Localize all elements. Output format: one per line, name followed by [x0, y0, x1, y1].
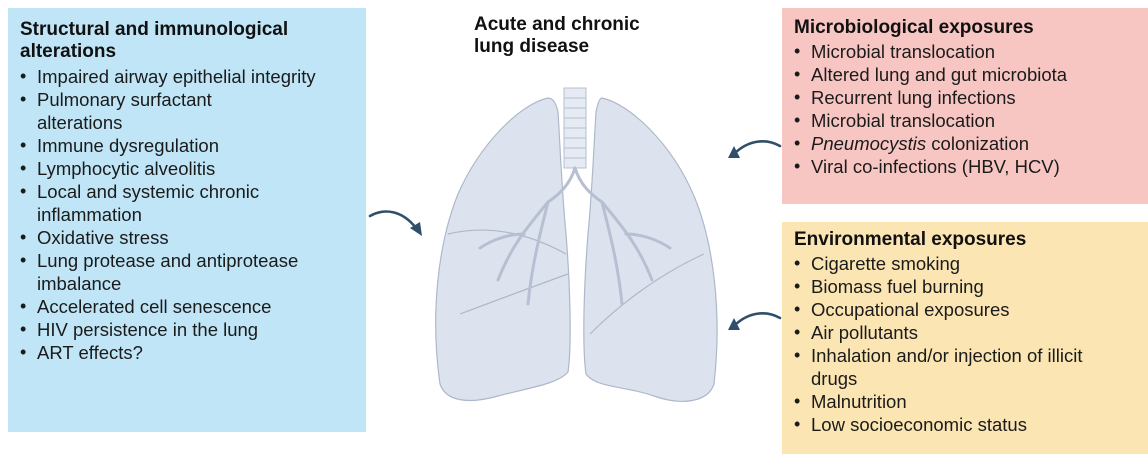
title-line-1: Structural and immunological: [20, 19, 288, 40]
structural-immunological-panel: Structural and immunological alterations…: [8, 8, 366, 432]
list-item: Recurrent lung infections: [794, 86, 1136, 109]
list-item: Immune dysregulation: [20, 134, 354, 157]
pneumocystis-italic: Pneumocystis: [811, 133, 926, 154]
curved-arrow-left-icon: [724, 306, 784, 340]
list-item: Pulmonary surfactant alterations: [20, 88, 277, 134]
curved-arrow-right-icon: [366, 206, 426, 240]
panel-title: Microbiological exposures: [794, 17, 1136, 39]
list-item: Low socioeconomic status: [794, 413, 1136, 436]
left-lung: [584, 98, 717, 401]
panel-title: Environmental exposures: [794, 229, 1136, 251]
environmental-list: Cigarette smoking Biomass fuel burning O…: [794, 252, 1136, 436]
colonization-text: colonization: [926, 133, 1029, 154]
title-line-2: lung disease: [474, 36, 589, 57]
list-item: Cigarette smoking: [794, 252, 1136, 275]
list-item: Accelerated cell senescence: [20, 295, 354, 318]
alterations-list: Impaired airway epithelial integrity Pul…: [20, 65, 354, 364]
list-item: Air pollutants: [794, 321, 1136, 344]
list-item: Altered lung and gut microbiota: [794, 63, 1136, 86]
diagram-title: Acute and chronic lung disease: [474, 14, 714, 58]
microbiological-list: Microbial translocation Altered lung and…: [794, 40, 1136, 178]
list-item: ART effects?: [20, 341, 354, 364]
trachea: [564, 88, 586, 168]
title-line-2: alterations: [20, 41, 116, 62]
list-item: Microbial translocation: [794, 40, 1136, 63]
list-item: Microbial translocation: [794, 109, 1136, 132]
list-item: Viral co-infections (HBV, HCV): [794, 155, 1136, 178]
title-line-1: Acute and chronic: [474, 14, 640, 35]
list-item: HIV persistence in the lung: [20, 318, 354, 341]
right-lung: [436, 98, 570, 400]
list-item: Biomass fuel burning: [794, 275, 1136, 298]
microbiological-exposures-panel: Microbiological exposures Microbial tran…: [782, 8, 1148, 204]
list-item: Inhalation and/or injection of illicit d…: [794, 344, 1111, 390]
list-item: Occupational exposures: [794, 298, 1136, 321]
list-item: Pneumocystis colonization: [794, 132, 1136, 155]
lungs-illustration: [420, 84, 750, 414]
environmental-exposures-panel: Environmental exposures Cigarette smokin…: [782, 222, 1148, 454]
list-item: Lymphocytic alveolitis: [20, 157, 354, 180]
list-item: Lung protease and antiprotease imbalance: [20, 249, 337, 295]
list-item: Local and systemic chronic inflammation: [20, 180, 347, 226]
list-item: Malnutrition: [794, 390, 1136, 413]
list-item: Impaired airway epithelial integrity: [20, 65, 337, 88]
curved-arrow-left-icon: [724, 134, 784, 168]
list-item: Oxidative stress: [20, 226, 354, 249]
panel-title: Structural and immunological alterations: [20, 19, 354, 63]
